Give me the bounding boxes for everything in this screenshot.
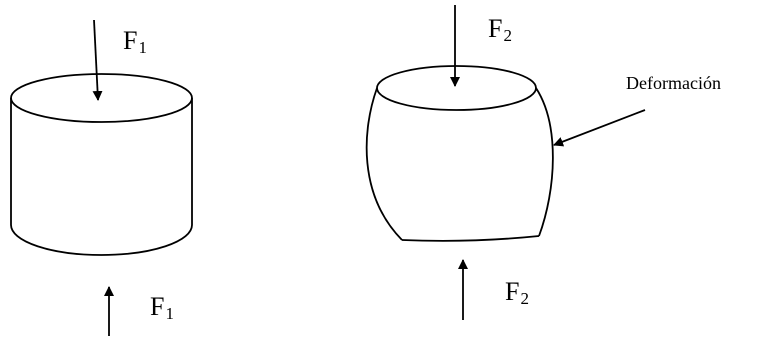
cylinder-top-face	[10, 73, 193, 123]
deformed-left-side	[365, 87, 403, 241]
deformed-top-face	[376, 65, 537, 111]
deformed-right-side	[535, 87, 554, 237]
label-deformation: Deformación	[626, 73, 721, 93]
cylinder-bottom-edge	[10, 224, 193, 256]
deformation-pointer-arrow	[553, 109, 646, 147]
label-f1-top: F1	[123, 26, 147, 57]
undeformed-cylinder	[10, 73, 193, 256]
force-f1-top-arrow	[92, 19, 103, 101]
label-f2-bottom: F2	[505, 277, 529, 308]
deformed-bottom-edge	[401, 235, 540, 242]
label-f2-top: F2	[488, 14, 512, 45]
deformed-cylinder	[365, 65, 554, 242]
label-f1-bottom: F1	[150, 292, 174, 323]
